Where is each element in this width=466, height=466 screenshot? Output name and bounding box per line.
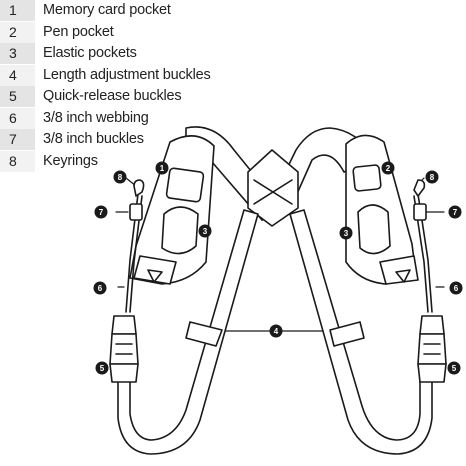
pen-pocket [352,164,382,192]
legend-row-2: 2 Pen pocket [0,21,230,43]
callout-8-left: 8 [113,170,127,184]
legend-label: Memory card pocket [43,2,171,18]
right-elastic-pocket [357,204,391,255]
callout-6-left: 6 [93,281,107,295]
callout-6-right: 6 [449,281,463,295]
right-pad-tab [379,255,419,285]
legend-label: Length adjustment buckles [43,66,211,83]
memory-card-pocket [165,167,205,203]
left-small-buckle [129,203,143,221]
callout-5-right: 5 [447,361,461,375]
callout-2: 2 [381,161,395,175]
right-shoulder-pad [345,134,419,285]
callout-number: 6 [98,284,103,293]
left-pad-tab [133,255,177,285]
legend-row-3: 3 Elastic pockets [0,43,230,64]
left-shoulder-pad [129,135,215,285]
legend-label: Pen pocket [43,23,114,40]
front-straps [117,209,433,455]
length-adjustment-buckles [185,321,365,347]
callout-3-left: 3 [198,224,212,238]
callout-5-left: 5 [95,361,109,375]
legend-number: 1 [0,0,35,21]
legend-row-7: 7 3/8 inch buckles [0,129,230,150]
legend-number: 2 [0,21,35,43]
callout-number: 3 [203,227,208,236]
legend-label: 3/8 inch webbing [43,109,149,126]
callout-number: 3 [344,229,349,238]
right-release-mid [417,333,447,365]
legend-number: 7 [0,129,35,150]
right-release-bottom [417,363,447,383]
callout-number: 8 [118,173,123,182]
keyrings [133,179,426,197]
legend-label: Keyrings [43,152,98,169]
back-panel-seam [253,179,293,205]
callout-number: 5 [452,364,457,373]
right-release-top [419,315,445,335]
left-release-mid [109,333,139,365]
legend-label: 3/8 inch buckles [43,131,144,147]
right-small-buckle [413,203,427,221]
callout-number: 1 [160,164,165,173]
callout-7-right: 7 [448,205,462,219]
callout-number: 6 [454,284,459,293]
right-keyring [413,179,426,197]
legend-row-6: 6 3/8 inch webbing [0,107,230,129]
legend-label: Elastic pockets [43,45,137,61]
left-release-bottom [109,363,139,383]
legend-table: 1 Memory card pocket 2 Pen pocket 3 Elas… [0,0,230,172]
legend-row-5: 5 Quick-release buckles [0,86,230,107]
left-keyring [133,179,145,197]
right-pad-tab-mark [395,269,411,283]
left-pad-tab-mark [147,269,163,283]
callout-number: 2 [386,164,391,173]
callout-7-left: 7 [94,205,108,219]
legend-row-4: 4 Length adjustment buckles [0,64,230,86]
quick-release-buckles [109,315,447,383]
callout-3-right: 3 [339,226,353,240]
callout-number: 5 [100,364,105,373]
legend-row-8: 8 Keyrings [0,150,230,172]
callout-number: 7 [453,208,458,217]
callout-8-right: 8 [425,170,439,184]
left-adjust-buckle [185,321,223,347]
callout-4: 4 [269,324,283,338]
legend-number: 5 [0,86,35,107]
legend-number: 3 [0,43,35,64]
legend-row-1: 1 Memory card pocket [0,0,230,21]
right-adjust-buckle [329,321,365,347]
back-center-panel [247,149,299,227]
legend-number: 6 [0,107,35,129]
legend-label: Quick-release buckles [43,88,182,104]
left-release-top [111,315,137,335]
small-buckles [129,203,427,221]
callout-number: 7 [99,208,104,217]
callout-1: 1 [155,161,169,175]
callout-number: 8 [430,173,435,182]
legend-number: 8 [0,150,35,172]
callout-number: 4 [274,327,279,336]
left-elastic-pocket [161,206,199,255]
callouts: 1 2 3 3 4 5 5 6 [93,161,463,375]
legend-number: 4 [0,64,35,86]
left-front-strap [117,209,259,455]
